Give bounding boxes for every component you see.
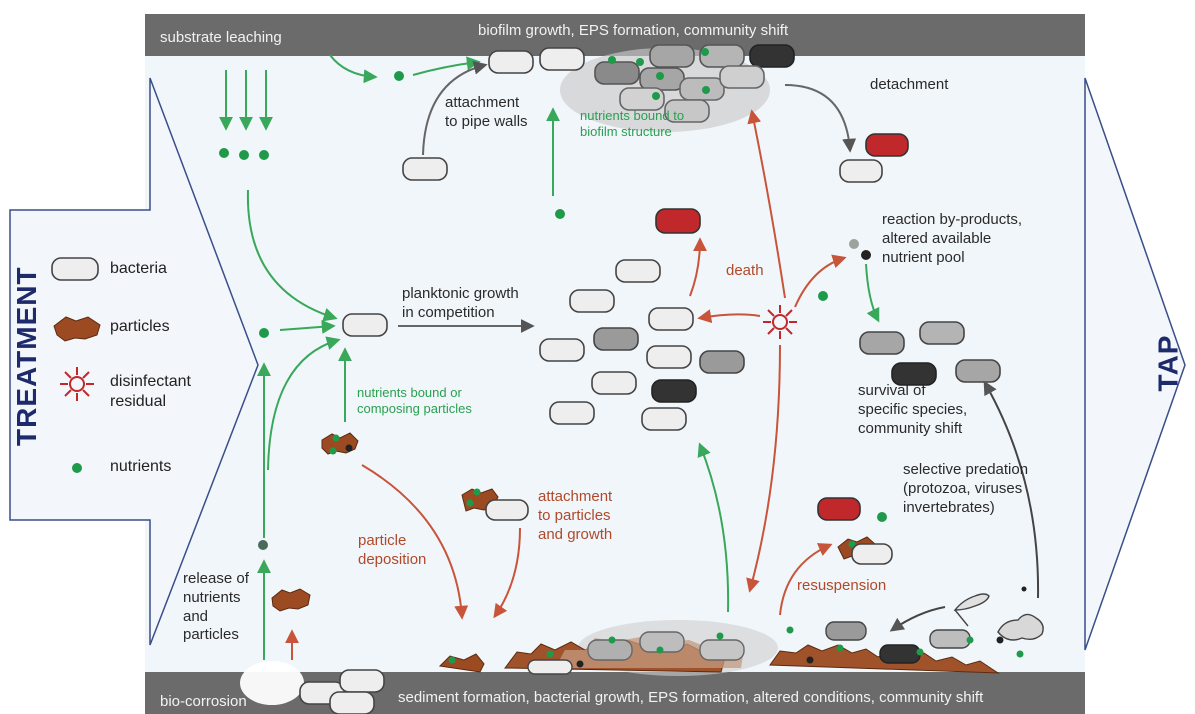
legend-nutrient-icon <box>72 463 82 473</box>
legend-icons <box>51 257 101 473</box>
bio-corrosion-label: bio-corrosion <box>160 693 247 710</box>
treatment-arrow <box>9 77 259 646</box>
pipe-interior <box>145 45 1085 675</box>
resuspended-dead-cell <box>817 497 861 521</box>
disinfectant-burst <box>763 305 797 339</box>
detachment-label: detachment <box>870 76 949 93</box>
top-biofilm <box>488 44 795 132</box>
particle-with-bacteria <box>461 488 529 521</box>
top-pipe-wall <box>145 14 1085 56</box>
resuspension-label: resuspension <box>797 577 887 594</box>
attaching-bacterium <box>402 157 448 181</box>
legend-particle-icon <box>53 316 101 342</box>
death-label: death <box>726 262 764 279</box>
leaching-arrows <box>219 54 481 160</box>
tap-label: TAP <box>1152 334 1184 392</box>
treatment-label: TREATMENT <box>11 266 42 446</box>
resuspended-particle <box>837 536 893 565</box>
nutrient-particle <box>321 432 359 455</box>
survivor-community <box>859 321 1001 386</box>
legend-disinfectant-icon <box>60 367 94 401</box>
biofilm-growth-label: biofilm growth, EPS formation, community… <box>478 22 789 39</box>
detached-cell <box>839 159 883 183</box>
planktonic-community <box>539 259 745 431</box>
legend-bacteria-label: bacteria <box>110 260 167 277</box>
planktonic-bacterium <box>342 313 388 337</box>
released-particle <box>271 588 311 612</box>
corrosion-bacteria <box>240 661 385 714</box>
predator-organisms <box>953 586 1044 641</box>
legend-nutrients-label: nutrients <box>110 458 172 475</box>
detached-dead-cell <box>865 133 909 157</box>
tap-arrow <box>1084 77 1186 651</box>
substrate-leaching-label: substrate leaching <box>160 29 282 46</box>
legend-particles-label: particles <box>110 318 170 335</box>
dead-cell <box>655 208 701 234</box>
sediment-formation-label: sediment formation, bacterial growth, EP… <box>398 689 984 706</box>
sediment-bed <box>438 620 1024 676</box>
legend-bacteria-icon <box>51 257 99 281</box>
